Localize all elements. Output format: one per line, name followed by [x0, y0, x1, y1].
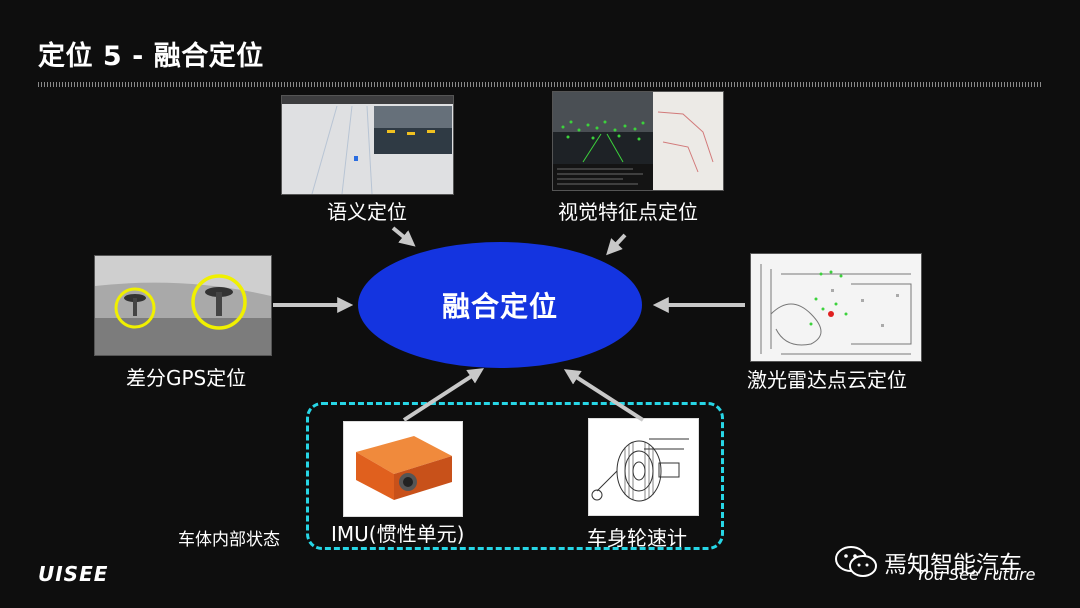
page-title: 定位 5 - 融合定位 — [38, 41, 264, 72]
wheel-speed-sensor-label: 车身轮速计 — [587, 526, 687, 550]
fusion-localization-label: 融合定位 — [441, 290, 558, 323]
semantic-localization-image — [281, 95, 454, 195]
lidar-point-cloud-label: 激光雷达点云定位 — [747, 368, 907, 392]
vehicle-internal-state-label: 车体内部状态 — [178, 530, 280, 550]
uisee-logo: UISEE — [38, 562, 109, 586]
watermark-text: 焉知智能汽车 — [884, 552, 1022, 578]
watermark-subtext: You See Future — [916, 565, 1036, 584]
wheel-speed-sensor-image — [588, 418, 699, 516]
differential-gps-label: 差分GPS定位 — [126, 366, 247, 390]
arrow-visual-to-fusion — [606, 233, 627, 256]
arrow-imu-to-fusion — [402, 368, 485, 422]
semantic-localization-label: 语义定位 — [327, 200, 407, 224]
wechat-icon — [835, 546, 877, 577]
differential-gps-image — [94, 255, 272, 356]
imu-image — [343, 421, 463, 517]
arrow-semantic-to-fusion — [391, 226, 416, 247]
title-divider — [38, 82, 1042, 87]
arrow-wheel-to-fusion — [563, 369, 645, 422]
visual-feature-localization-label: 视觉特征点定位 — [558, 200, 698, 224]
fusion-localization-node: 融合定位 — [358, 242, 642, 368]
imu-label: IMU(惯性单元) — [331, 522, 465, 546]
vehicle-internal-state-group — [306, 402, 724, 550]
visual-feature-localization-image — [552, 91, 724, 191]
lidar-point-cloud-image — [750, 253, 922, 362]
